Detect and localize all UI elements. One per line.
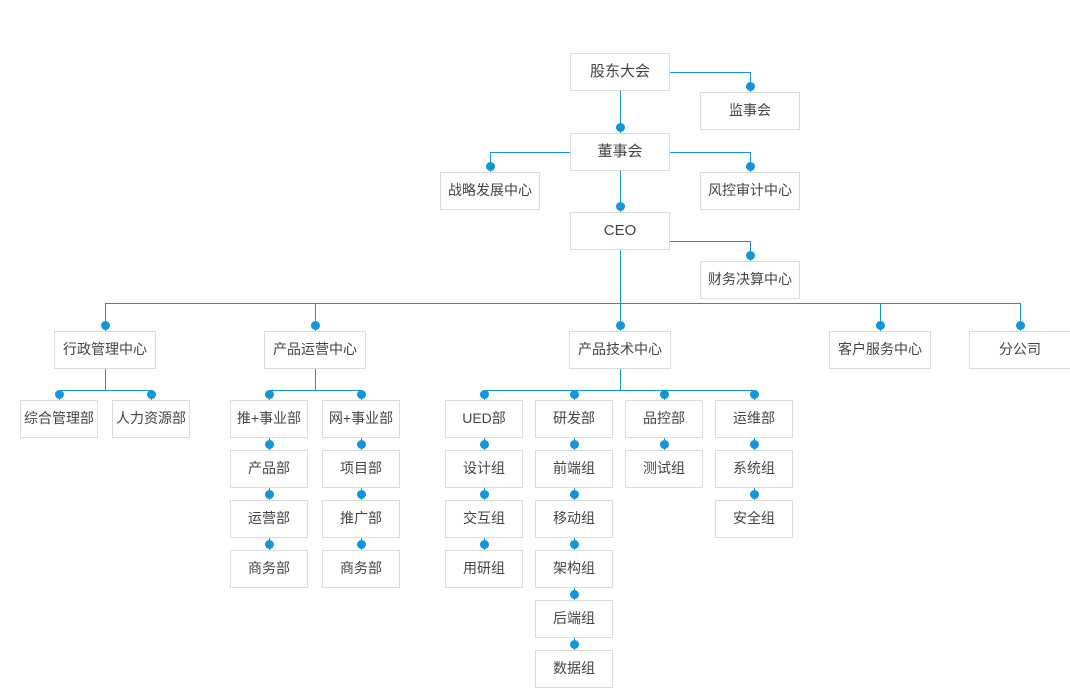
node-tui-business-unit[interactable]: 推+事业部 <box>230 400 308 438</box>
edge-bus-drop-admin <box>105 303 106 331</box>
dot-ceo <box>616 202 625 211</box>
edge-board-to-risk-h <box>670 152 750 153</box>
edge-admin-bus <box>59 390 151 391</box>
edge-product-tech-bus <box>484 390 756 391</box>
edge-shareholders-to-board <box>620 91 621 133</box>
edge-board-to-strategy-h <box>490 152 570 153</box>
node-backend-group[interactable]: 后端组 <box>535 600 613 638</box>
dot-branch-company <box>1016 321 1025 330</box>
edge-bus-drop-product-ops <box>315 303 316 331</box>
node-interaction-group[interactable]: 交互组 <box>445 500 523 538</box>
node-rd-dept[interactable]: 研发部 <box>535 400 613 438</box>
node-frontend-group[interactable]: 前端组 <box>535 450 613 488</box>
node-wang-business-unit[interactable]: 网+事业部 <box>322 400 400 438</box>
node-product-dept[interactable]: 产品部 <box>230 450 308 488</box>
dot-frontend-group <box>570 440 579 449</box>
dot-product-tech-center <box>616 321 625 330</box>
dot-backend-group <box>570 590 579 599</box>
node-operations-dept[interactable]: 运营部 <box>230 500 308 538</box>
dot-wang-business-unit <box>357 390 366 399</box>
dot-data-group <box>570 640 579 649</box>
node-product-tech-center[interactable]: 产品技术中心 <box>569 331 671 369</box>
node-finance-center[interactable]: 财务决算中心 <box>700 261 800 299</box>
node-test-group[interactable]: 测试组 <box>625 450 703 488</box>
dot-product-ops-center <box>311 321 320 330</box>
node-ceo[interactable]: CEO <box>570 212 670 250</box>
dot-project-dept <box>357 440 366 449</box>
node-design-group[interactable]: 设计组 <box>445 450 523 488</box>
edge-product-ops-bus <box>269 390 361 391</box>
dot-ops-dept <box>750 390 759 399</box>
dot-interaction-group <box>480 490 489 499</box>
node-security-group[interactable]: 安全组 <box>715 500 793 538</box>
edge-product-tech-stem <box>620 369 621 390</box>
dot-board-of-directors <box>616 123 625 132</box>
node-supervisory-board[interactable]: 监事会 <box>700 92 800 130</box>
dot-qc-dept <box>660 390 669 399</box>
dot-ued-dept <box>480 390 489 399</box>
node-system-group[interactable]: 系统组 <box>715 450 793 488</box>
node-risk-audit-center[interactable]: 风控审计中心 <box>700 172 800 210</box>
node-business-dept-2[interactable]: 商务部 <box>322 550 400 588</box>
dot-hr-dept <box>147 390 156 399</box>
node-customer-service[interactable]: 客户服务中心 <box>829 331 931 369</box>
node-mobile-group[interactable]: 移动组 <box>535 500 613 538</box>
dot-customer-service <box>876 321 885 330</box>
node-user-research-group[interactable]: 用研组 <box>445 550 523 588</box>
dot-design-group <box>480 440 489 449</box>
node-qc-dept[interactable]: 品控部 <box>625 400 703 438</box>
edge-product-ops-stem <box>315 369 316 390</box>
node-business-dept-1[interactable]: 商务部 <box>230 550 308 588</box>
dot-system-group <box>750 440 759 449</box>
edge-ceo-to-bus <box>620 250 621 303</box>
dot-product-dept <box>265 440 274 449</box>
dot-risk-audit-center <box>746 162 755 171</box>
dot-promotion-dept <box>357 490 366 499</box>
dot-business-dept-2 <box>357 540 366 549</box>
edge-shareholders-to-supervisory-h <box>670 72 750 73</box>
node-ued-dept[interactable]: UED部 <box>445 400 523 438</box>
edge-board-to-ceo <box>620 171 621 212</box>
node-ops-dept[interactable]: 运维部 <box>715 400 793 438</box>
dot-operations-dept <box>265 490 274 499</box>
node-branch-company[interactable]: 分公司 <box>969 331 1070 369</box>
dot-user-research-group <box>480 540 489 549</box>
edge-bus-drop-branch <box>1020 303 1021 331</box>
dot-test-group <box>660 440 669 449</box>
node-board-of-directors[interactable]: 董事会 <box>570 133 670 171</box>
node-promotion-dept[interactable]: 推广部 <box>322 500 400 538</box>
node-hr-dept[interactable]: 人力资源部 <box>112 400 190 438</box>
node-admin-center[interactable]: 行政管理中心 <box>54 331 156 369</box>
node-shareholders-meeting[interactable]: 股东大会 <box>570 53 670 91</box>
edge-bus-drop-product-tech <box>620 303 621 331</box>
dot-architecture-group <box>570 540 579 549</box>
edge-ceo-to-finance-h <box>670 241 750 242</box>
node-architecture-group[interactable]: 架构组 <box>535 550 613 588</box>
edge-bus-drop-customer-service <box>880 303 881 331</box>
dot-rd-dept <box>570 390 579 399</box>
node-general-admin-dept[interactable]: 综合管理部 <box>20 400 98 438</box>
dot-strategy-center <box>486 162 495 171</box>
dot-finance-center <box>746 251 755 260</box>
dot-mobile-group <box>570 490 579 499</box>
node-product-ops-center[interactable]: 产品运营中心 <box>264 331 366 369</box>
dot-tui-business-unit <box>265 390 274 399</box>
dot-supervisory-board <box>746 82 755 91</box>
node-data-group[interactable]: 数据组 <box>535 650 613 688</box>
node-strategy-center[interactable]: 战略发展中心 <box>440 172 540 210</box>
dot-business-dept-1 <box>265 540 274 549</box>
dot-general-admin-dept <box>55 390 64 399</box>
dot-admin-center <box>101 321 110 330</box>
dot-security-group <box>750 490 759 499</box>
edge-main-bus <box>105 303 1020 304</box>
edge-admin-stem <box>105 369 106 390</box>
node-project-dept[interactable]: 项目部 <box>322 450 400 488</box>
